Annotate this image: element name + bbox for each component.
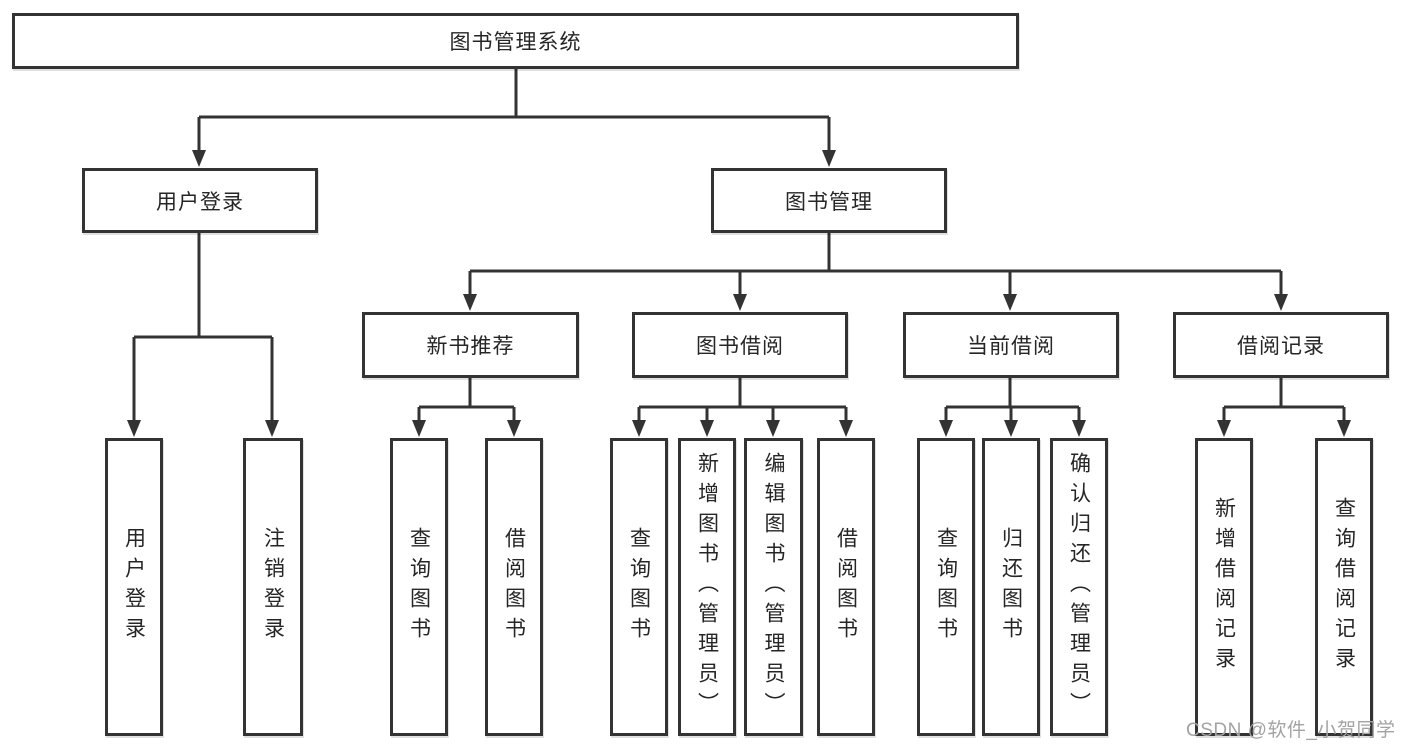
leaf-label: 确认归还（管理员） — [1067, 452, 1091, 722]
leaf-label: 查询图书 — [407, 527, 431, 647]
leaf-label: 注销登录 — [261, 527, 285, 647]
leaf-edit-books-admin: 编辑图书（管理员） — [744, 438, 803, 736]
connector-book-management-children — [468, 233, 1283, 295]
leaf-label: 借阅图书 — [834, 527, 858, 647]
connector-book-borrowing-children — [637, 378, 848, 421]
node-book-management: 图书管理 — [711, 168, 947, 233]
arrowhead — [265, 420, 279, 437]
arrowhead — [1003, 294, 1017, 311]
connector-current-borrowing-children — [944, 378, 1081, 421]
node-user-login: 用户登录 — [82, 168, 318, 233]
node-book-borrowing: 图书借阅 — [632, 312, 848, 378]
leaf-return-books: 归还图书 — [982, 438, 1040, 736]
connector-root-to-level2 — [197, 68, 831, 151]
arrowhead — [733, 294, 747, 311]
arrowhead — [463, 294, 477, 311]
leaf-label: 新增图书（管理员） — [695, 452, 719, 722]
leaf-confirm-return-admin: 确认归还（管理员） — [1050, 438, 1108, 736]
arrowhead — [412, 420, 426, 437]
leaf-add-borrow-record: 新增借阅记录 — [1195, 438, 1253, 736]
leaf-label: 用户登录 — [122, 527, 146, 647]
leaf-borrow-books: 借阅图书 — [485, 438, 543, 736]
watermark: CSDN @软件_小贺同学 — [1186, 720, 1396, 741]
leaf-borrow-books-2: 借阅图书 — [817, 438, 875, 736]
arrowhead — [1274, 294, 1288, 311]
leaf-query-books: 查询图书 — [390, 438, 448, 736]
leaf-label: 新增借阅记录 — [1212, 497, 1236, 677]
arrowhead — [822, 150, 836, 167]
arrowhead — [839, 420, 853, 437]
leaf-user-login: 用户登录 — [105, 438, 163, 736]
node-current-borrowing: 当前借阅 — [903, 312, 1119, 378]
leaf-label: 查询图书 — [934, 527, 958, 647]
connector-new-book-children — [417, 378, 516, 421]
arrowhead — [700, 420, 714, 437]
arrowhead — [1004, 420, 1018, 437]
node-new-book-recommend: 新书推荐 — [362, 312, 579, 378]
arrowhead — [1337, 420, 1351, 437]
leaf-label: 借阅图书 — [502, 527, 526, 647]
leaf-query-books-2: 查询图书 — [610, 438, 668, 736]
leaf-label: 查询图书 — [627, 527, 651, 647]
arrowhead — [766, 420, 780, 437]
node-borrowing-records: 借阅记录 — [1173, 312, 1389, 378]
connector-user-login-children — [132, 233, 274, 421]
arrowhead — [192, 150, 206, 167]
arrowhead — [1072, 420, 1086, 437]
leaf-add-books-admin: 新增图书（管理员） — [678, 438, 736, 736]
arrowhead — [632, 420, 646, 437]
arrowhead — [939, 420, 953, 437]
arrowhead — [127, 420, 141, 437]
arrowhead — [1217, 420, 1231, 437]
leaf-query-books-3: 查询图书 — [917, 438, 975, 736]
leaf-query-borrow-record: 查询借阅记录 — [1315, 438, 1373, 736]
leaf-label: 编辑图书（管理员） — [762, 452, 785, 722]
node-library-system: 图书管理系统 — [12, 13, 1019, 69]
leaf-label: 归还图书 — [999, 527, 1023, 647]
leaf-label: 查询借阅记录 — [1332, 497, 1356, 677]
arrowhead — [507, 420, 521, 437]
leaf-logout: 注销登录 — [243, 438, 303, 736]
connector-borrowing-records-children — [1222, 378, 1346, 421]
